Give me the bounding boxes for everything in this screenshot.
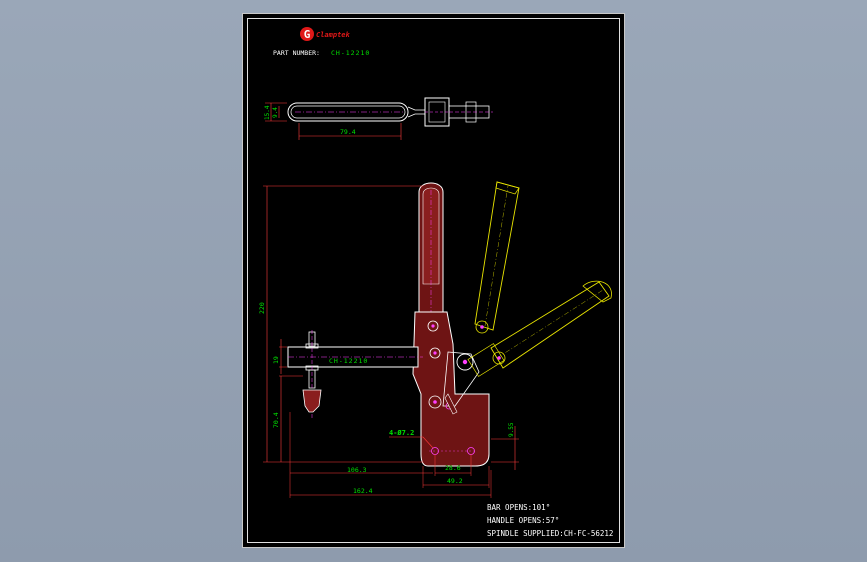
brand-name: Clamptek [316,31,351,39]
front-view: CH-12210 [258,181,612,498]
dim-spindle-height: 70.4 [272,412,280,428]
dim-base-height: 9.55 [508,422,515,437]
dim-hole-span: 28.6 [445,464,461,472]
brand-logo: G Clamptek [300,27,351,41]
cad-drawing-sheet: G Clamptek PART NUMBER: CH-12210 [242,13,625,548]
spec-handle-opens: HANDLE OPENS:57° [487,516,559,525]
dim-holes-callout: 4-Ø7.2 [389,429,414,437]
drawing-border [247,18,620,543]
drawing-canvas: G Clamptek PART NUMBER: CH-12210 [258,27,613,538]
dim-top-height-outer: 15.4 [264,105,271,120]
spec-bar-opens: BAR OPENS:101° [487,503,550,512]
bar-part-label: CH-12210 [329,357,368,365]
dim-top-height-inner: 9.4 [272,107,279,118]
part-number-value: CH-12210 [331,49,370,57]
dim-top-length: 79.4 [340,128,356,136]
top-view: 15.4 9.4 79.4 [264,97,493,140]
handle-open [474,181,520,334]
brand-initial: G [304,28,311,41]
dim-bar-height: 19 [272,356,280,364]
dim-total-height: 220 [258,302,266,314]
dim-reach: 106.3 [347,466,367,474]
spec-notes: BAR OPENS:101° HANDLE OPENS:57° SPINDLE … [487,503,613,538]
spec-spindle-supplied: SPINDLE SUPPLIED:CH-FC-56212 [487,529,613,538]
handle-closed [467,280,612,377]
part-number-label: PART NUMBER: [273,49,320,57]
dim-base-width: 49.2 [447,477,463,485]
dim-overall-length: 162.4 [353,487,373,495]
